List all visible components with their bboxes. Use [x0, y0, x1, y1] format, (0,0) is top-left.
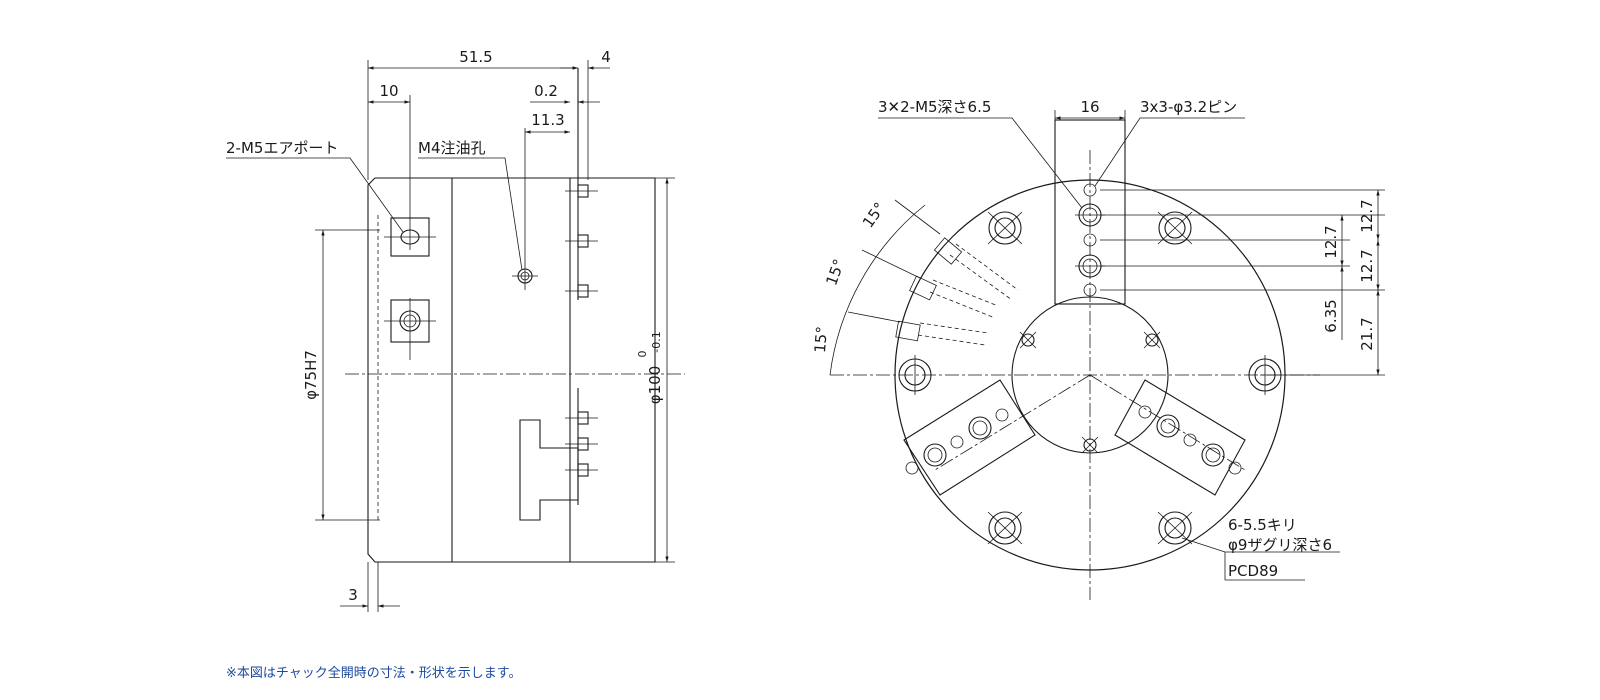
dim-3: 3	[348, 586, 358, 604]
jaw-pins-upper	[565, 184, 598, 298]
dim-bore: φ75H7	[302, 350, 320, 400]
chuck-body-outline	[367, 177, 656, 563]
lower-right-jaw-holes	[1138, 405, 1242, 475]
label-air-port: 2-M5エアポート	[226, 139, 338, 157]
dim-6-35: 6.35	[1322, 299, 1340, 332]
tapped-holes-section	[895, 237, 1019, 346]
dim-outer-dia: φ100	[646, 366, 664, 405]
dim-12-7-mid: 12.7	[1358, 249, 1376, 282]
jaw-slot-top	[1054, 119, 1126, 305]
dim-4: 4	[601, 48, 611, 66]
dim-21-7: 21.7	[1358, 317, 1376, 350]
jaw-block	[519, 419, 579, 521]
jaw-pins-lower	[565, 411, 598, 477]
side-view: 51.5 4 10 0.2 11.3 2-M5エアポート M4注油孔 φ75H7…	[226, 48, 685, 612]
dim-12-7-inner: 12.7	[1322, 225, 1340, 258]
dim-11-3: 11.3	[531, 111, 564, 129]
footnote: ※本図はチャック全開時の寸法・形状を示します。	[226, 665, 521, 681]
label-tapped-holes: 3✕2-M5深さ6.5	[878, 98, 991, 116]
dim-0-2: 0.2	[534, 82, 558, 100]
angle-label-3: 15°	[811, 326, 831, 354]
lower-left-jaw-holes	[905, 408, 1009, 475]
label-holes-line1: 6-5.5キリ	[1228, 516, 1297, 534]
angle-label-2: 15°	[822, 257, 848, 288]
angle-label-1: 15°	[859, 199, 889, 231]
jaw-slot-lower-left	[903, 379, 1036, 496]
label-pcd: PCD89	[1228, 562, 1278, 580]
dim-16: 16	[1080, 98, 1099, 116]
hub-screws	[1019, 331, 1161, 454]
front-view: 15° 15° 15° 16 3✕2-M5深さ6.5 3x3-φ3.2ピン 12…	[811, 98, 1385, 600]
label-pins: 3x3-φ3.2ピン	[1140, 98, 1237, 116]
tol-lower: -0.1	[650, 331, 663, 352]
dim-12-7-top: 12.7	[1358, 199, 1376, 232]
tol-upper: 0	[636, 351, 649, 358]
label-oil-hole: M4注油孔	[418, 139, 486, 157]
dim-10: 10	[379, 82, 398, 100]
dim-51-5: 51.5	[459, 48, 492, 66]
angle-arc	[829, 204, 926, 376]
label-holes-line2: φ9ザグリ深さ6	[1228, 536, 1332, 554]
jaw-slot-lower-right	[1114, 379, 1246, 496]
